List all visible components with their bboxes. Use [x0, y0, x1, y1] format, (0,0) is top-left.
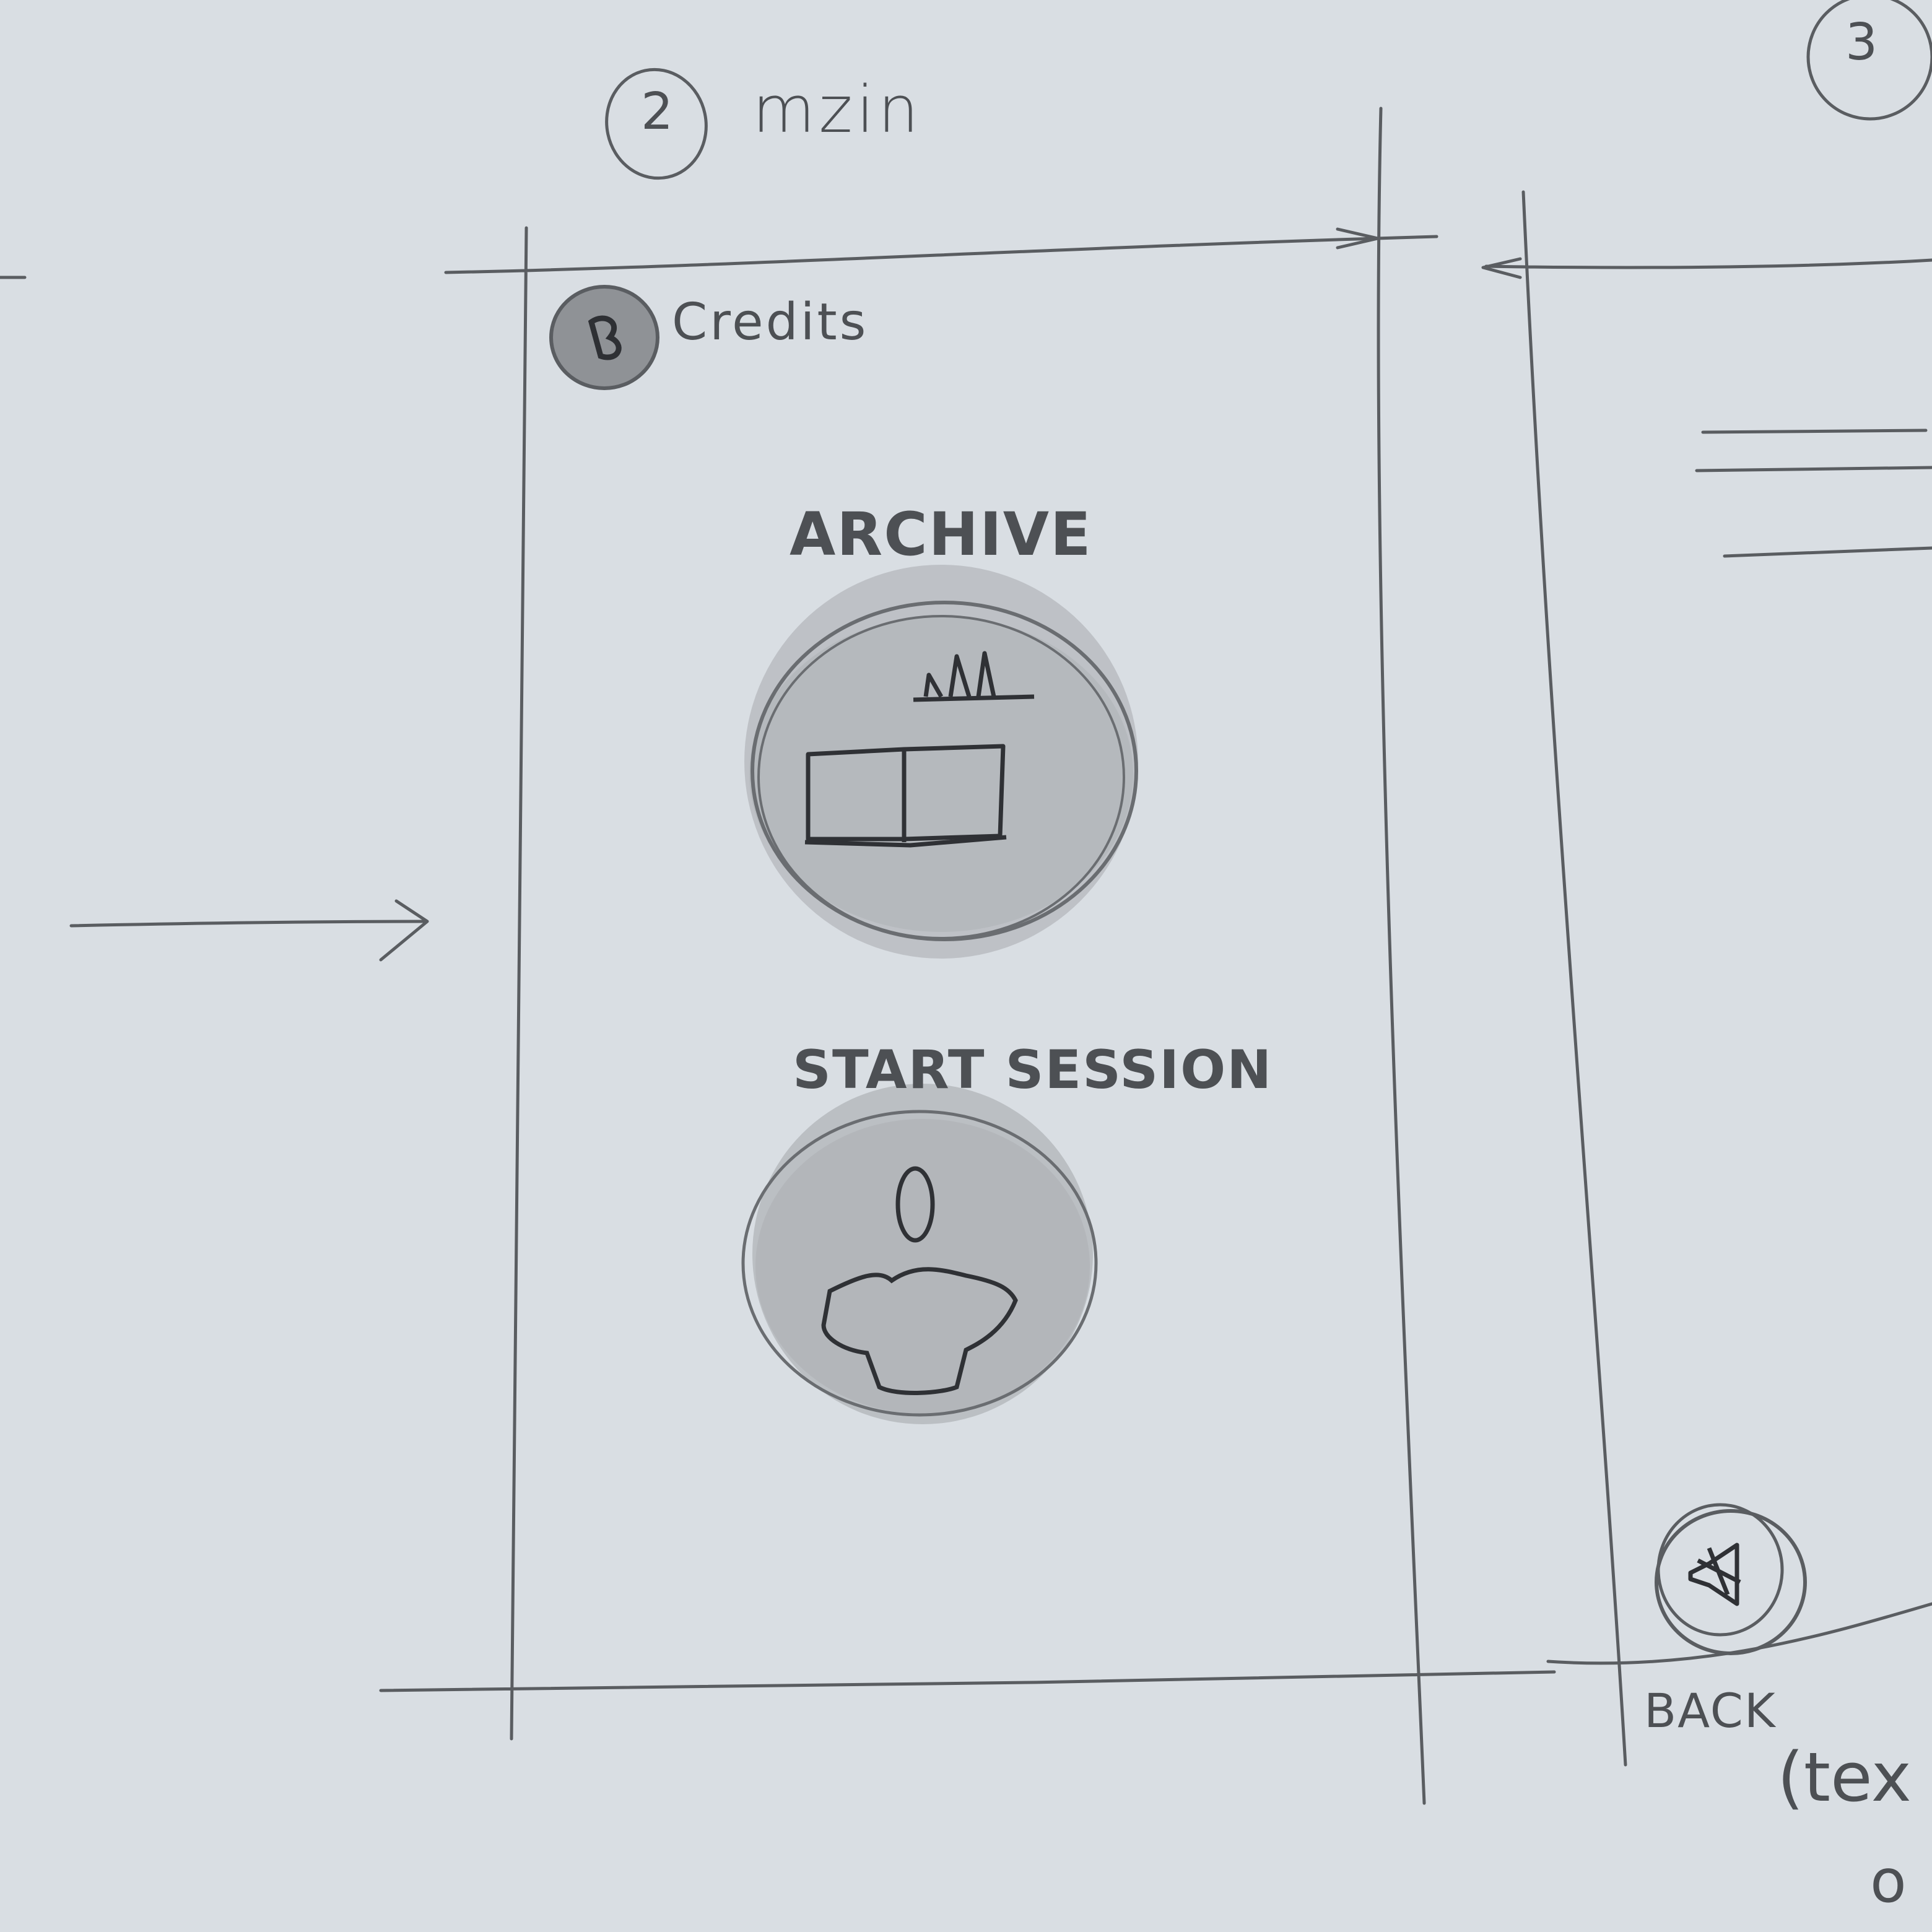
annotation-text: (tex — [1777, 1738, 1912, 1817]
text-placeholder-lines — [1695, 429, 1932, 558]
start-session-button[interactable] — [741, 1084, 1098, 1424]
start-session-label: START SESSION — [793, 1039, 1273, 1101]
annotation-text-2: o — [1870, 1847, 1907, 1916]
credits-circle-icon[interactable] — [549, 285, 659, 390]
archive-button[interactable] — [744, 565, 1138, 959]
credits-link[interactable]: Credits — [672, 293, 869, 352]
step-number-circle — [605, 67, 708, 180]
person-session-icon — [821, 1166, 1018, 1395]
book-archive-icon — [804, 651, 1035, 848]
step-number-3: 3 — [1845, 13, 1878, 72]
screen-frame-next — [1484, 190, 1932, 1767]
speaker-button[interactable] — [1655, 1503, 1807, 1655]
speaker-icon — [1688, 1543, 1741, 1606]
back-label[interactable]: BACK — [1644, 1683, 1777, 1738]
transition-arrow — [69, 920, 426, 928]
screen-frame-main — [379, 107, 1556, 1805]
archive-label: ARCHIVE — [790, 500, 1092, 569]
step-number: 2 — [641, 82, 674, 141]
step-number-circle-3 — [1806, 0, 1932, 121]
screen-title: mzin — [752, 72, 923, 147]
